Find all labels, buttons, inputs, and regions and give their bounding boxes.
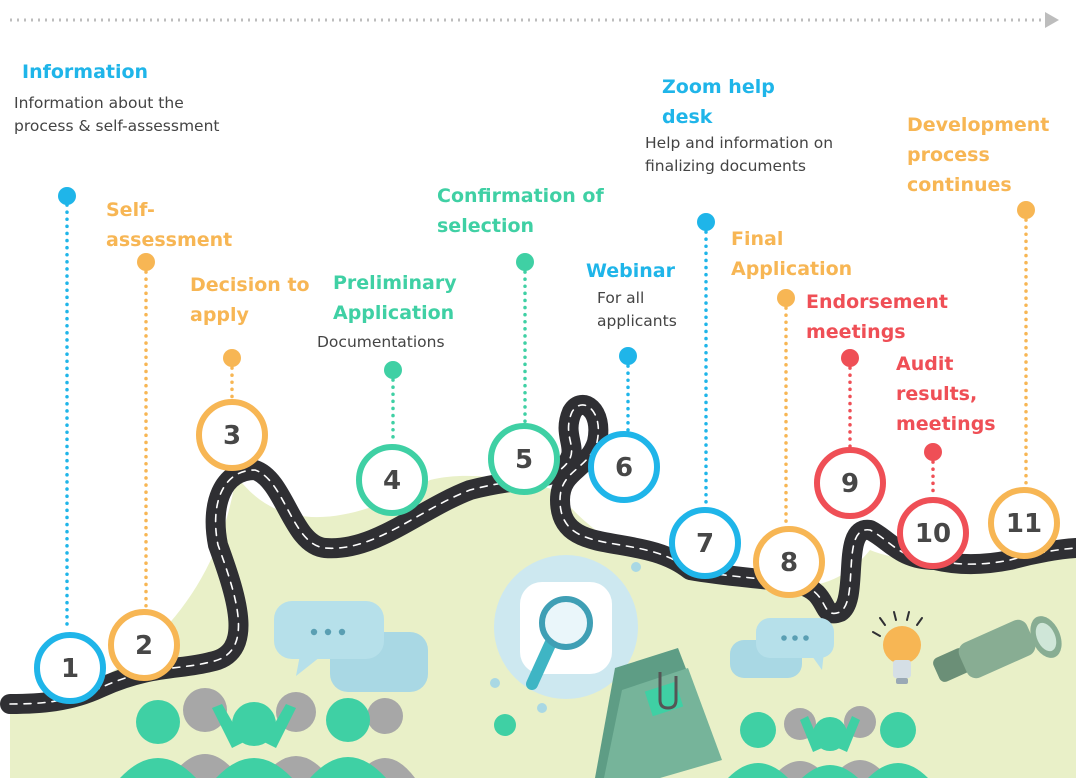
pin-9 (841, 349, 859, 367)
speech-bubble-icon (730, 618, 834, 678)
lightbulb-icon (872, 611, 923, 684)
step-8-circle: 8 (753, 526, 825, 598)
pin-11 (1017, 201, 1035, 219)
step-5-title: Confirmation of selection (437, 185, 604, 237)
pin-10 (924, 443, 942, 461)
pin-8 (777, 289, 795, 307)
step-circles: 1 2 3 4 5 6 7 8 (34, 399, 1060, 704)
pin-5 (516, 253, 534, 271)
step-7-title: Zoom help desk (662, 76, 775, 128)
step-8-title: Final Application (731, 228, 853, 280)
step-1-title: Information (22, 61, 149, 83)
timeline-arrow-icon (10, 12, 1059, 28)
step-6-circle: 6 (588, 431, 660, 503)
step-11-title: Development process continues (907, 114, 1050, 196)
svg-text:1: 1 (61, 654, 79, 684)
step-7-circle: 7 (669, 507, 741, 579)
step-6-title: Webinar (586, 260, 675, 282)
pin-dots (58, 187, 1035, 461)
svg-text:10: 10 (915, 519, 951, 549)
step-2-circle: 2 (108, 609, 180, 681)
step-7-description: Help and information on finalizing docum… (645, 134, 834, 175)
svg-text:7: 7 (696, 529, 714, 559)
svg-text:8: 8 (780, 548, 798, 578)
step-4-circle: 4 (356, 444, 428, 516)
people-icon (120, 688, 415, 778)
pin-7 (697, 213, 715, 231)
winding-road (0, 395, 1076, 714)
svg-text:4: 4 (383, 466, 401, 496)
svg-text:6: 6 (615, 453, 633, 483)
step-1-circle: 1 (34, 632, 106, 704)
step-4-title: Preliminary Application (333, 272, 457, 324)
connector-lines (65, 203, 1028, 630)
step-6-description: For all applicants (597, 289, 677, 330)
step-4-description: Documentations (317, 333, 445, 351)
svg-text:9: 9 (841, 469, 859, 499)
people-icon (728, 706, 928, 778)
paperclip-icon (658, 672, 678, 710)
pin-1 (58, 187, 76, 205)
folder-icon (595, 648, 722, 778)
svg-text:11: 11 (1006, 509, 1042, 539)
svg-text:2: 2 (135, 631, 153, 661)
step-1-description: Information about the process & self-ass… (14, 94, 220, 135)
step-3-title: Decision to apply (190, 274, 310, 326)
svg-text:3: 3 (223, 421, 241, 451)
magnifier-icon (494, 555, 638, 699)
step-10-title: Audit results, meetings (896, 353, 996, 435)
step-11-circle: 11 (988, 487, 1060, 559)
pin-4 (384, 361, 402, 379)
step-5-circle: 5 (488, 423, 560, 495)
telescope-icon (933, 616, 1062, 682)
step-9-title: Endorsement meetings (806, 291, 949, 343)
step-2-title: Self-assessment (106, 199, 233, 251)
step-9-circle: 9 (814, 447, 886, 519)
pin-2 (137, 253, 155, 271)
speech-bubble-icon (274, 601, 428, 692)
step-3-circle: 3 (196, 399, 268, 471)
svg-text:5: 5 (515, 445, 533, 475)
step-10-circle: 10 (897, 497, 969, 569)
pin-6 (619, 347, 637, 365)
pin-3 (223, 349, 241, 367)
